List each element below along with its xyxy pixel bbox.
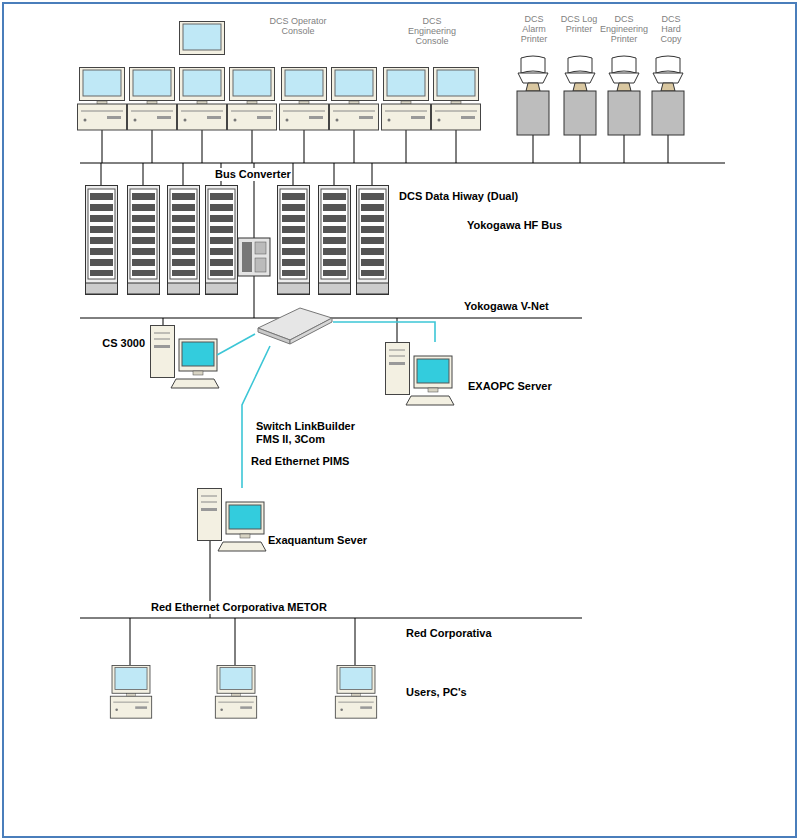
device-caption: DCS Engineering Console — [398, 16, 466, 46]
printers — [517, 56, 684, 135]
bus-lines — [80, 130, 725, 665]
device-label: EXAOPC Server — [467, 380, 553, 393]
network-label: Red Ethernet PIMS — [250, 455, 350, 468]
network-label: Red Corporativa — [405, 627, 493, 640]
device-caption: DCS Alarm Printer — [512, 14, 556, 44]
exaopc-server: EXAOPC Server — [385, 342, 455, 408]
network-label: Bus Converter — [214, 168, 292, 181]
servers — [151, 326, 455, 552]
ethernet-switch-node: Switch LinkBuilder FMS II, 3Com — [255, 306, 333, 346]
network-label: Red Ethernet Corporativa METOR — [150, 601, 328, 614]
network-label: Yokogawa HF Bus — [466, 219, 563, 232]
page-frame — [3, 3, 796, 837]
ethernet-cable — [217, 334, 255, 355]
device-caption: DCS Engineering Printer — [598, 14, 650, 44]
device-caption: DCS Hard Copy — [650, 14, 692, 44]
control-cabinets — [86, 186, 389, 295]
exaquantum-server: Exaquantum Sever — [197, 488, 267, 554]
cs3000-server: CS 3000 — [150, 325, 220, 391]
ethernet-switch — [258, 308, 332, 344]
device-caption: DCS Operator Console — [266, 16, 330, 36]
device-label: Switch LinkBuilder FMS II, 3Com — [255, 420, 375, 446]
bus-converter-unit — [238, 238, 270, 276]
network-label: Users, PC's — [405, 686, 468, 699]
network-label: DCS Data Hiway (Dual) — [398, 190, 519, 203]
device-caption: DCS Log Printer — [558, 14, 600, 34]
network-label: Yokogawa V-Net — [463, 300, 550, 313]
device-label: Exaquantum Sever — [267, 534, 368, 547]
user-pcs — [110, 665, 376, 718]
device-label: CS 3000 — [101, 337, 146, 350]
ethernet-cable — [333, 322, 435, 342]
